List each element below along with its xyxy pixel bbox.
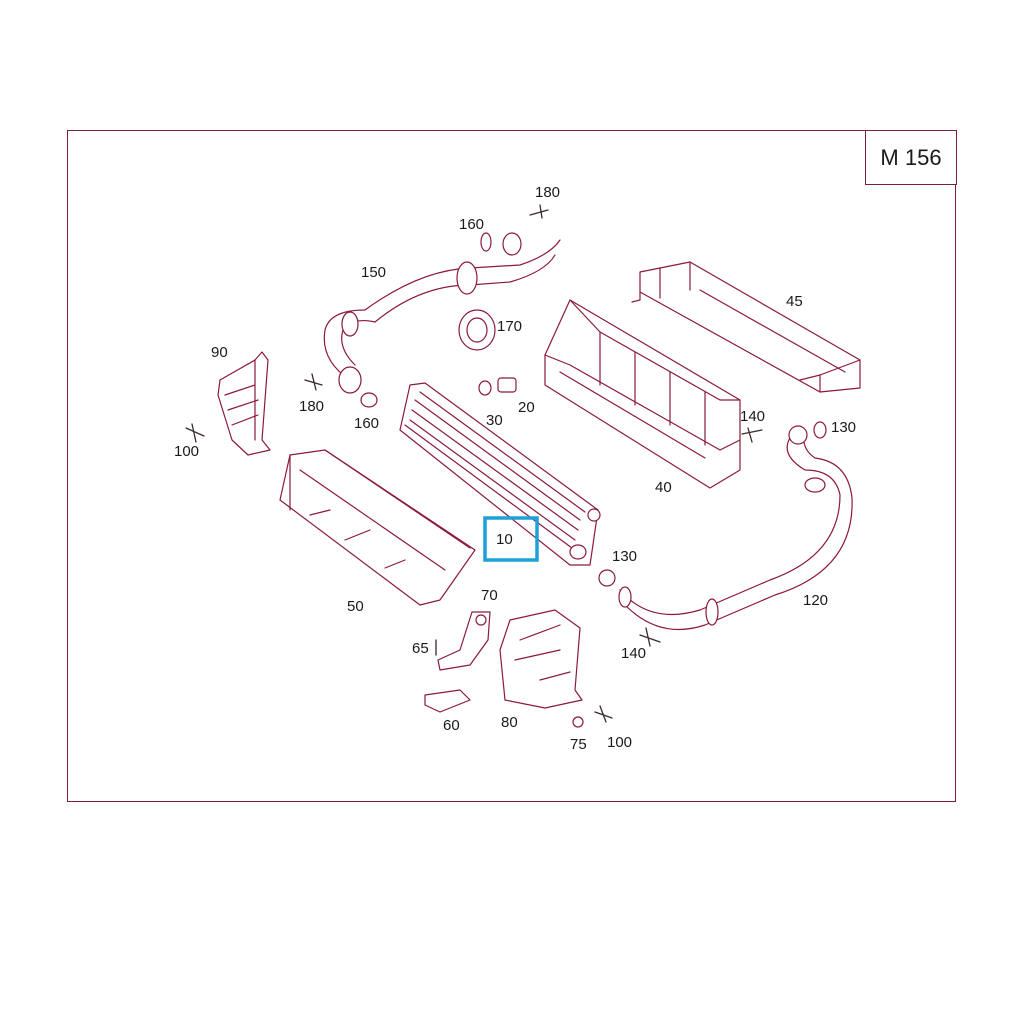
part-45-air-duct[interactable] — [631, 261, 861, 393]
model-code: M 156 — [880, 144, 942, 170]
part-70-holder[interactable] — [437, 611, 491, 671]
callout-160-top[interactable]: 160 — [459, 216, 484, 233]
model-code-box: M 156 — [865, 130, 957, 185]
part-130-sealing-ring-left[interactable] — [598, 569, 616, 587]
callout-65[interactable]: 65 — [412, 640, 429, 657]
part-100-bolt-right[interactable] — [594, 705, 613, 723]
part-120-charge-hose[interactable] — [618, 425, 853, 631]
callout-30[interactable]: 30 — [486, 412, 503, 429]
part-140-bolt-upper[interactable] — [741, 427, 763, 443]
part-180-bolt-left[interactable] — [304, 373, 323, 391]
part-180-bolt-top[interactable] — [529, 204, 549, 219]
callout-180-left[interactable]: 180 — [299, 398, 324, 415]
callout-170[interactable]: 170 — [497, 318, 522, 335]
part-130-sealing-ring-right[interactable] — [813, 421, 827, 439]
part-90-bracket[interactable] — [217, 351, 271, 456]
callout-45[interactable]: 45 — [786, 293, 803, 310]
callout-140-lower[interactable]: 140 — [621, 645, 646, 662]
part-40-air-guide[interactable] — [544, 299, 741, 489]
callout-20[interactable]: 20 — [518, 399, 535, 416]
diagram-frame — [67, 130, 956, 802]
callout-75[interactable]: 75 — [570, 736, 587, 753]
callout-160-left[interactable]: 160 — [354, 415, 379, 432]
callout-150[interactable]: 150 — [361, 264, 386, 281]
callout-60[interactable]: 60 — [443, 717, 460, 734]
callout-50[interactable]: 50 — [347, 598, 364, 615]
callout-80[interactable]: 80 — [501, 714, 518, 731]
part-60-rubber-mount[interactable] — [424, 689, 471, 713]
callout-70[interactable]: 70 — [481, 587, 498, 604]
part-150-charge-hose[interactable] — [323, 232, 561, 394]
part-140-bolt-lower[interactable] — [639, 627, 661, 647]
callout-100-left[interactable]: 100 — [174, 443, 199, 460]
callout-120[interactable]: 120 — [803, 592, 828, 609]
callout-130-right[interactable]: 130 — [831, 419, 856, 436]
part-50-air-guide[interactable] — [279, 449, 476, 606]
callout-180-top[interactable]: 180 — [535, 184, 560, 201]
callout-130-left[interactable]: 130 — [612, 548, 637, 565]
callout-100-right[interactable]: 100 — [607, 734, 632, 751]
callout-10[interactable]: 10 — [496, 531, 513, 548]
part-75-nut[interactable] — [572, 716, 584, 728]
part-160-sealing-ring-left[interactable] — [360, 392, 378, 408]
callout-140-upper[interactable]: 140 — [740, 408, 765, 425]
part-20-plug[interactable] — [497, 377, 517, 393]
part-80-bracket[interactable] — [499, 609, 583, 709]
callout-40[interactable]: 40 — [655, 479, 672, 496]
part-30-seal[interactable] — [478, 380, 492, 396]
highlight-box-part-10 — [483, 516, 539, 562]
callout-90[interactable]: 90 — [211, 344, 228, 361]
part-160-sealing-ring-top[interactable] — [480, 232, 492, 252]
part-10-intercooler[interactable] — [399, 382, 601, 566]
part-100-bolt-left[interactable] — [185, 423, 205, 443]
part-170-clamp[interactable] — [458, 309, 496, 351]
